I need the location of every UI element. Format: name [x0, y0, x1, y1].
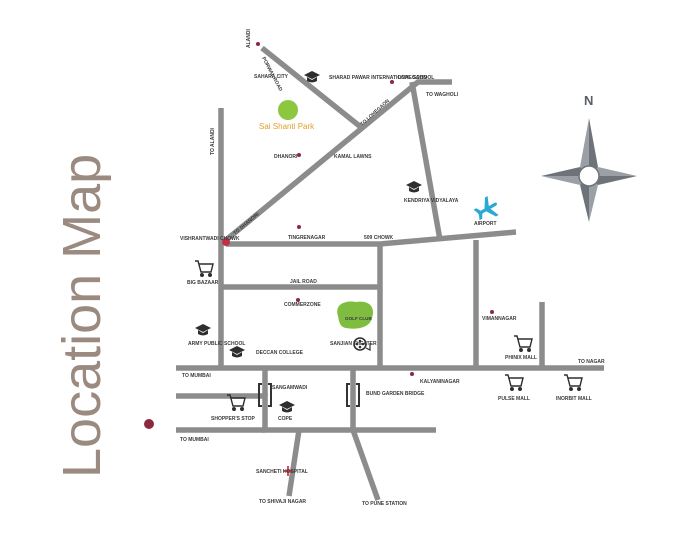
- map-title: Location Map: [52, 154, 112, 478]
- label-jail-road: JAIL ROAD: [290, 279, 317, 285]
- sai-shanti-park-label: Sai Shanti Park: [259, 122, 315, 131]
- road-lower-loop: [176, 393, 436, 433]
- shopping-cart-icon: [505, 374, 524, 391]
- graduation-cap-icon: [279, 401, 295, 413]
- label-sharad-pawar-school: SHARAD PAWAR INTERNATIONAL SCHOOL: [329, 75, 434, 81]
- label-pulse-mall: PULSE MALL: [498, 396, 530, 402]
- label-to-pune-station: TO PUNE STATION: [362, 501, 407, 507]
- golf-club-label: GOLF CLUB: [345, 316, 372, 321]
- airplane-icon: [473, 195, 499, 221]
- label-big-bazaar: BIG BAZAAR: [187, 280, 219, 286]
- road-dhanori: [224, 79, 452, 243]
- label-airport: AIRPORT: [474, 221, 497, 227]
- location-dot-icon: [144, 419, 154, 429]
- road-shivaji: [286, 429, 302, 497]
- compass-north-label: N: [584, 93, 593, 108]
- graduation-cap-icon: [229, 346, 245, 358]
- label-to-dhanori: TO DHANORI: [232, 211, 261, 236]
- label-shoppers-stop: SHOPPER'S STOP: [211, 416, 256, 422]
- label-kendriya-vidyalaya: KENDRIYA VIDYALAYA: [404, 198, 459, 204]
- road-porwal: [260, 45, 364, 131]
- label-phoenix-mall: PHINIX MALL: [505, 355, 537, 361]
- label-inorbit-mall: INORBIT MALL: [556, 396, 592, 402]
- graduation-cap-icon: [195, 324, 211, 336]
- hospital-cross-icon: [283, 466, 293, 476]
- label-kamal-lawns: KAMAL LAWNS: [334, 154, 372, 160]
- label-to-wagholi: TO WAGHOLI: [426, 92, 459, 98]
- label-army-public-school: ARMY PUBLIC SCHOOL: [188, 341, 245, 347]
- location-dot-icon: [222, 238, 230, 246]
- sai-shanti-park-marker: [278, 100, 298, 120]
- label-tingrenagar: TINGRENAGAR: [288, 235, 326, 241]
- label-lohegaon: LOHEGAON: [398, 75, 427, 81]
- label-viman-nagar: VIMANNAGAR: [482, 316, 517, 322]
- label-alandi: ALANDI: [246, 29, 252, 48]
- bridge-icon: [258, 383, 360, 407]
- location-dots: [256, 42, 494, 376]
- label-to-shivaji-nagar: TO SHIVAJI NAGAR: [259, 499, 306, 505]
- label-cope: COPE: [278, 416, 293, 422]
- label-to-mumbai-1: TO MUMBAI: [182, 373, 211, 379]
- label-509-chowk: 509 CHOWK: [364, 235, 394, 241]
- graduation-cap-icon: [406, 181, 422, 193]
- label-vishrantwadi-chowk: VISHRANTWADI CHOWK: [180, 236, 240, 242]
- shopping-cart-icon: [227, 394, 246, 411]
- road-pune-station: [350, 429, 381, 501]
- label-kalyaninagar: KALYANINAGAR: [420, 379, 460, 385]
- label-dhanori: DHANORI: [274, 154, 298, 160]
- roads: [176, 45, 604, 501]
- label-sangamwadi: SANGAMWADI: [272, 385, 308, 391]
- shopping-cart-icon: [514, 335, 533, 352]
- film-reel-icon: [353, 337, 371, 351]
- label-deccan-college: DECCAN COLLEGE: [256, 350, 304, 356]
- label-to-mumbai-2: TO MUMBAI: [180, 437, 209, 443]
- label-to-alandi: TO ALANDI: [210, 127, 216, 155]
- label-sancheti-hospital: SANCHETI HOSPITAL: [256, 469, 308, 475]
- shopping-cart-icon: [195, 260, 214, 277]
- label-bund-garden-bridge: BUND GARDEN BRIDGE: [366, 391, 425, 397]
- golf-club-area: [337, 301, 374, 329]
- shopping-cart-icon: [564, 374, 583, 391]
- graduation-cap-icon: [304, 71, 320, 83]
- label-to-lohegaon: TO LOHEGAON: [359, 98, 391, 128]
- road-lohegaon: [409, 81, 443, 241]
- label-to-nagar: TO NAGAR: [578, 359, 605, 365]
- label-sanjivani-theater: SANJIAN THEATER: [330, 341, 377, 347]
- label-sahara-city: SAHARA CITY: [254, 74, 289, 80]
- compass-rose-icon: [541, 118, 637, 222]
- label-commerzone: COMMERZONE: [284, 302, 321, 308]
